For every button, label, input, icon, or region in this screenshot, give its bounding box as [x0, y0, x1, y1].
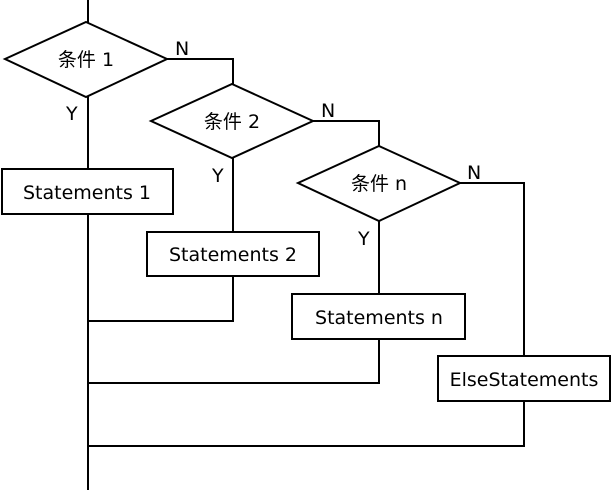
no-connector-2 — [313, 120, 380, 146]
else-statement-label: ElseStatements — [450, 369, 599, 391]
condition-label-2: 条件 2 — [204, 111, 260, 133]
yes-label-2: Y — [211, 165, 224, 187]
statement-box-2: Statements 2 — [146, 231, 320, 277]
no-connector-n — [460, 182, 525, 356]
condition-label-n: 条件 n — [351, 173, 407, 195]
merge-line-n — [88, 339, 380, 384]
condition-diamond-1: 条件 1 — [2, 20, 170, 99]
condition-label-1: 条件 1 — [58, 49, 114, 71]
condition-diamond-n: 条件 n — [295, 144, 463, 223]
yes-label-1: Y — [65, 103, 78, 125]
yes-label-n: Y — [357, 228, 370, 250]
no-connector-1 — [167, 58, 234, 84]
no-label-2: N — [321, 100, 335, 122]
statement-label-n: Statements n — [315, 307, 443, 329]
statement-box-n: Statements n — [291, 293, 466, 340]
no-label-1: N — [175, 38, 189, 60]
else-statement-box: ElseStatements — [437, 355, 611, 402]
merge-line-else — [88, 401, 525, 447]
no-label-n: N — [467, 162, 481, 184]
statement-label-2: Statements 2 — [169, 244, 297, 266]
statement-label-1: Statements 1 — [23, 182, 151, 204]
merge-line-2 — [88, 276, 234, 322]
statement-box-1: Statements 1 — [1, 168, 174, 215]
condition-diamond-2: 条件 2 — [148, 82, 316, 160]
